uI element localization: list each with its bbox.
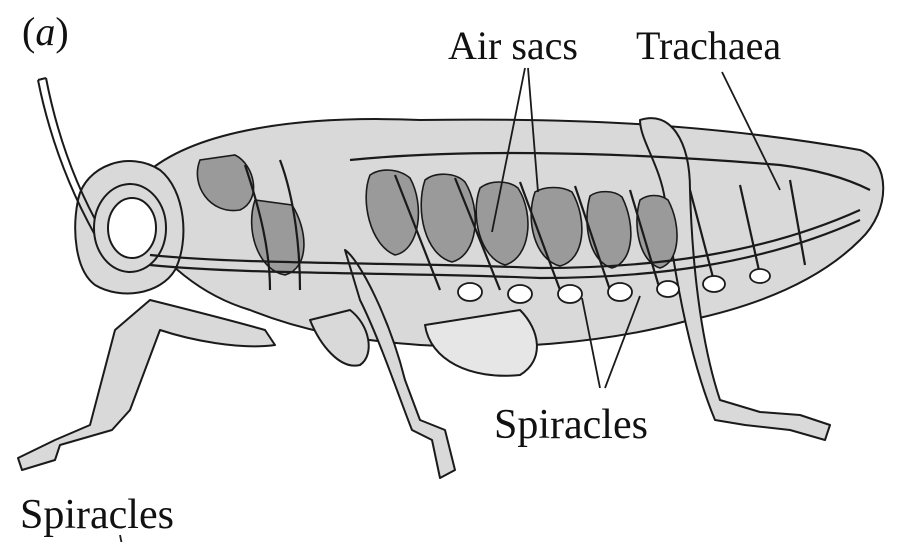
spiracles-label-middle: Spiracles — [494, 404, 648, 446]
air-sacs-label: Air sacs — [448, 26, 578, 66]
panel-letter: a — [35, 9, 55, 54]
spiracles-label-bottom: Spiracles — [20, 494, 174, 536]
eye — [94, 184, 166, 272]
panel-label: (a) — [22, 12, 69, 52]
trachaea-label: Trachaea — [636, 26, 781, 66]
insect-body — [18, 118, 883, 478]
